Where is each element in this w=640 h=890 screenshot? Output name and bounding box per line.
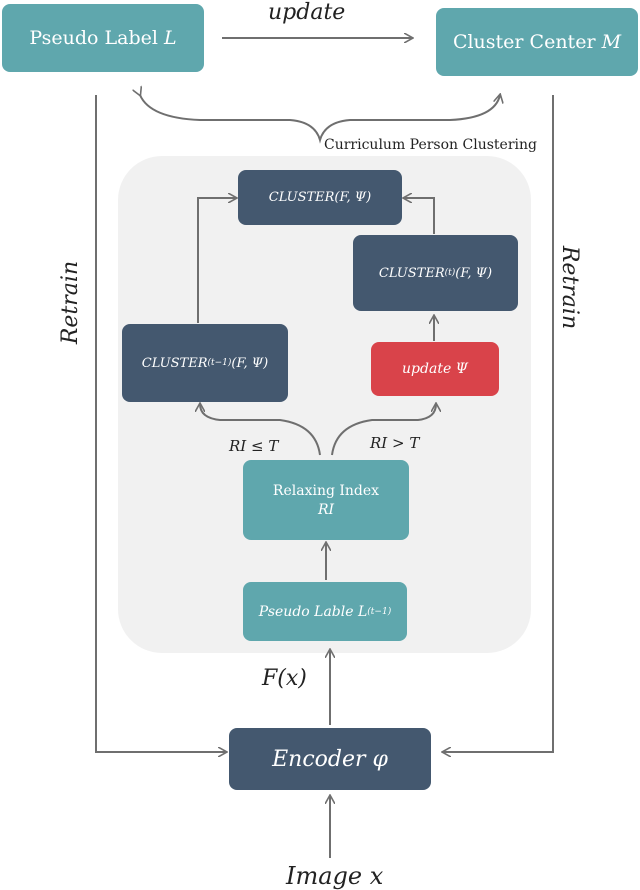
retrain-left-label: Retrain xyxy=(58,260,84,345)
pseudo-label-var: L xyxy=(164,27,177,49)
pseudo-lable-prev-node: Pseudo Lable L(t−1) xyxy=(243,582,407,641)
ri-gt-t-label: RI > T xyxy=(370,434,420,452)
cluster-prev-to-cluster-arrow xyxy=(197,198,236,323)
retrain-right-arrow xyxy=(443,95,554,752)
curriculum-brace xyxy=(140,95,500,144)
cluster-t-sup: (t) xyxy=(444,268,456,278)
update-label: update xyxy=(268,0,346,25)
cluster-prev-node: CLUSTER(t−1) (F, Ψ) xyxy=(122,324,288,402)
relaxing-index-text: Relaxing Index xyxy=(272,482,380,499)
pseudo-label-node: Pseudo Label L xyxy=(2,4,204,72)
retrain-right-label: Retrain xyxy=(557,245,583,330)
cluster-center-text: Cluster Center xyxy=(452,31,596,53)
image-label: Image x xyxy=(286,862,384,890)
cluster-node: CLUSTER(F, Ψ) xyxy=(238,170,402,225)
encoder-node: Encoder φ xyxy=(229,728,431,790)
cluster-t-to-cluster-arrow xyxy=(404,198,435,234)
encoder-text: Encoder φ xyxy=(272,746,388,772)
pseudo-lable-prev-sup: (t−1) xyxy=(367,606,392,617)
cluster-center-node: Cluster Center M xyxy=(436,8,638,76)
update-psi-text: update Ψ xyxy=(402,361,468,377)
pseudo-lable-prev-text: Pseudo Lable L xyxy=(258,603,368,620)
pseudo-label-text: Pseudo Label xyxy=(29,27,158,49)
cluster-prev-sup: (t−1) xyxy=(207,358,232,368)
cluster-t-args: (F, Ψ) xyxy=(455,265,493,281)
cluster-prev-name: CLUSTER xyxy=(141,355,208,371)
cluster-center-var: M xyxy=(601,31,622,53)
cluster-t-name: CLUSTER xyxy=(378,265,445,281)
fx-label: F(x) xyxy=(262,666,307,691)
cluster-t-node: CLUSTER(t) (F, Ψ) xyxy=(353,235,518,311)
update-psi-node: update Ψ xyxy=(371,342,499,396)
retrain-left-arrow xyxy=(95,95,226,752)
curriculum-label: Curriculum Person Clustering xyxy=(324,137,537,153)
ri-le-t-label: RI ≤ T xyxy=(229,437,279,455)
ri-branch-left-arrow xyxy=(200,404,321,456)
relaxing-index-var: RI xyxy=(317,501,335,518)
relaxing-index-node: Relaxing Index RI xyxy=(243,460,409,540)
ri-branch-right-arrow xyxy=(331,404,436,456)
cluster-text: CLUSTER(F, Ψ) xyxy=(268,190,372,205)
cluster-prev-args: (F, Ψ) xyxy=(231,355,269,371)
